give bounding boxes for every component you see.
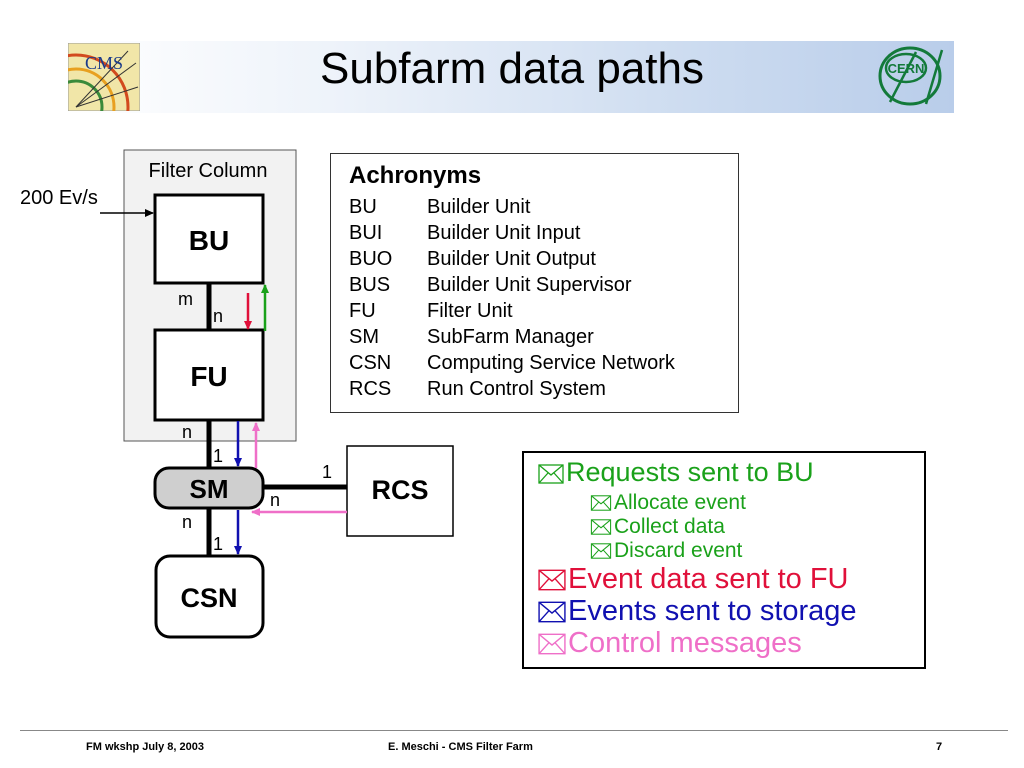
legend-item-events-storage: Events sent to storage (538, 595, 857, 628)
acronym-abbr: RCS (349, 378, 392, 400)
envelope-icon (538, 601, 566, 623)
acronym-row: BUS Builder Unit Supervisor (349, 274, 632, 297)
mult-sm-rcs-left: n (270, 490, 280, 510)
acronym-abbr: BUI (349, 222, 383, 244)
mult-sm-rcs-right: 1 (322, 462, 332, 482)
mult-fu-sm-top: n (182, 422, 192, 442)
acronym-row: BUI Builder Unit Input (349, 222, 580, 245)
legend-box: Requests sent to BU Allocate event Colle… (522, 451, 926, 669)
legend-label: Event data sent to FU (568, 563, 849, 595)
legend-label: Discard event (614, 539, 743, 562)
envelope-icon (538, 569, 566, 591)
mult-fu-sm-bottom: 1 (213, 446, 223, 466)
envelope-icon (538, 464, 564, 484)
legend-label: Collect data (614, 515, 725, 538)
acronym-row: BU Builder Unit (349, 196, 530, 219)
acronym-row: CSN Computing Service Network (349, 352, 675, 375)
rcs-node (346, 445, 454, 537)
mult-bu-fu-top: m (178, 289, 193, 309)
acronym-full: Builder Unit Supervisor (427, 274, 632, 296)
acronym-full: Builder Unit Input (427, 222, 581, 244)
sm-node (153, 466, 265, 510)
cms-logo-text: CMS (85, 53, 123, 73)
acronym-row: BUO Builder Unit Output (349, 248, 596, 271)
acronym-full: Computing Service Network (427, 352, 675, 374)
acronym-full: Builder Unit (427, 196, 531, 218)
cern-logo: CERN (876, 44, 948, 110)
acronym-abbr: BUS (349, 274, 391, 296)
acronym-abbr: SM (349, 326, 379, 348)
bu-node (153, 193, 265, 285)
cern-logo-text: CERN (888, 61, 925, 76)
legend-item-collect: Collect data (590, 515, 725, 539)
acronym-abbr: FU (349, 300, 376, 322)
legend-item-event-data: Event data sent to FU (538, 563, 848, 596)
acronym-abbr: BU (349, 196, 377, 218)
csn-node (154, 554, 265, 639)
acronyms-title: Achronyms (349, 162, 482, 189)
sm-node-label: SM (190, 474, 229, 504)
slide-title: Subfarm data paths (319, 44, 704, 93)
acronyms-box: Achronyms BU Builder Unit BUI Builder Unit… (330, 153, 739, 413)
input-rate-label: 200 Ev/s (20, 187, 98, 209)
footer-center: E. Meschi - CMS Filter Farm (388, 741, 533, 753)
legend-item-control: Control messages (538, 627, 802, 660)
acronym-abbr: CSN (349, 352, 392, 374)
legend-label: Events sent to storage (568, 595, 857, 627)
acronym-full: Run Control System (427, 378, 606, 400)
csn-node-label: CSN (180, 583, 237, 613)
header-band (62, 41, 954, 113)
envelope-icon (590, 495, 612, 512)
legend-item-allocate: Allocate event (590, 491, 746, 515)
mult-bu-fu-bottom: n (213, 306, 223, 326)
acronym-full: SubFarm Manager (427, 326, 594, 348)
footer-divider (20, 730, 1008, 731)
acronym-full: Filter Unit (427, 300, 513, 322)
mult-sm-csn-bottom: 1 (213, 534, 223, 554)
legend-label: Allocate event (614, 491, 746, 514)
envelope-icon (590, 543, 612, 560)
acronym-full: Builder Unit Output (427, 248, 596, 270)
legend-label: Control messages (568, 627, 802, 659)
filter-column-label: Filter Column (149, 160, 268, 182)
bu-node-label: BU (189, 225, 229, 256)
page-number: 7 (936, 741, 943, 753)
acronym-row: RCS Run Control System (349, 378, 606, 401)
legend-item-discard: Discard event (590, 539, 742, 563)
envelope-icon (538, 633, 566, 655)
legend-label: Requests sent to BU (566, 457, 814, 487)
footer-left: FM wkshp July 8, 2003 (86, 741, 204, 753)
legend-item-requests: Requests sent to BU (538, 457, 814, 488)
rcs-node-label: RCS (371, 475, 428, 505)
acronym-row: SM SubFarm Manager (349, 326, 594, 349)
fu-node (153, 328, 265, 422)
acronym-row: FU Filter Unit (349, 300, 513, 323)
acronym-abbr: BUO (349, 248, 393, 270)
fu-node-label: FU (190, 361, 227, 392)
envelope-icon (590, 519, 612, 536)
mult-sm-csn-top: n (182, 512, 192, 532)
